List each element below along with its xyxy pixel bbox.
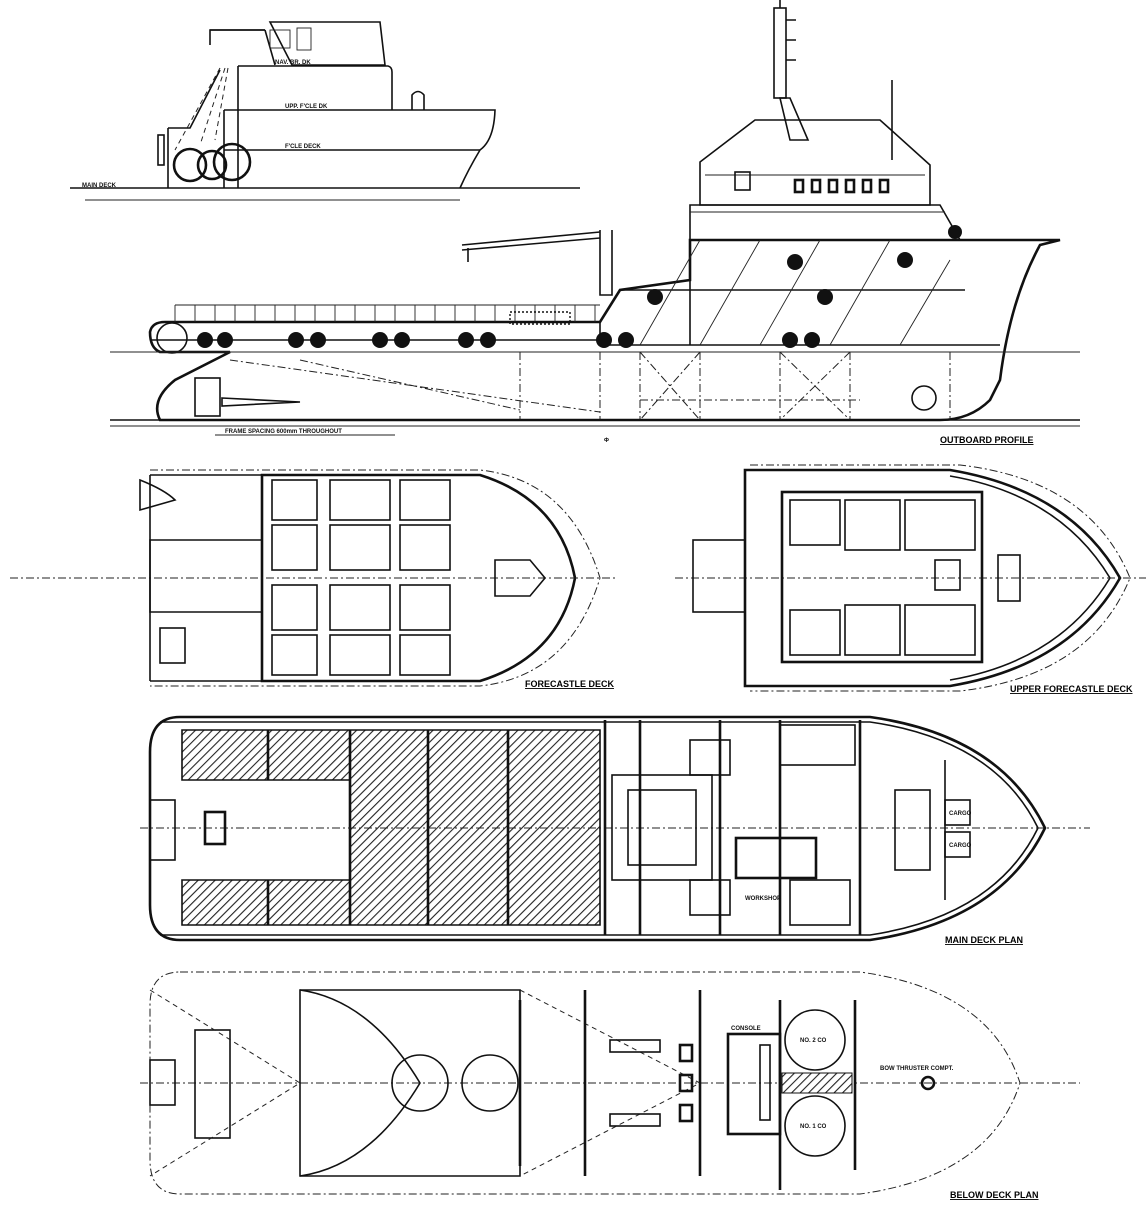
main-deck-plan: CARGO CARGO WORKSHOP MAIN DECK PLAN [140, 715, 1090, 945]
deck-stanchions [194, 305, 596, 322]
upper-forecastle-rooms [789, 499, 1021, 656]
label-no2-tank: NO. 2 CO [800, 1038, 827, 1044]
label-frame-spacing: FRAME SPACING 600mm THROUGHOUT [225, 429, 342, 435]
title-outboard-profile: OUTBOARD PROFILE [940, 435, 1034, 445]
title-below-deck-plan: BELOW DECK PLAN [950, 1190, 1039, 1200]
engines [609, 1039, 694, 1127]
label-nav-br-dk: NAV. BR. DK [275, 60, 311, 66]
label-workshop: WORKSHOP [745, 896, 781, 902]
title-forecastle-deck: FORECASTLE DECK [525, 679, 615, 689]
forecastle-cabins [271, 479, 547, 676]
label-main-deck: MAIN DECK [82, 183, 117, 189]
outboard-profile: FRAME SPACING 600mm THROUGHOUT Φ OUTBOAR… [110, 0, 1080, 445]
title-upper-forecastle-deck: UPPER FORECASTLE DECK [1010, 684, 1133, 694]
title-main-deck-plan: MAIN DECK PLAN [945, 935, 1023, 945]
label-console: CONSOLE [731, 1026, 761, 1032]
upper-forecastle-deck-plan: UPPER FORECASTLE DECK [675, 464, 1146, 694]
label-no1-tank: NO. 1 CO [800, 1124, 827, 1130]
label-cargo-1: CARGO [949, 811, 972, 817]
label-upp-fcle-dk: UPP. F'CLE DK [285, 104, 328, 110]
inset-forward-profile: NAV. BR. DK UPP. F'CLE DK F'CLE DECK MAI… [70, 21, 580, 201]
label-cargo-2: CARGO [949, 843, 972, 849]
centerline-symbol: Φ [604, 438, 609, 444]
label-fcle-deck: F'CLE DECK [285, 144, 321, 150]
below-deck-plan: NO. 2 CO NO. 1 CO BOW THRUSTER COMPT. CO… [140, 971, 1080, 1200]
forecastle-deck-plan: FORECASTLE DECK [10, 469, 615, 689]
tyre-fenders [197, 225, 962, 348]
main-deck-rooms [603, 720, 971, 935]
wheelhouse-windows [734, 171, 890, 194]
label-bow-thruster: BOW THRUSTER COMPT. [880, 1066, 954, 1072]
